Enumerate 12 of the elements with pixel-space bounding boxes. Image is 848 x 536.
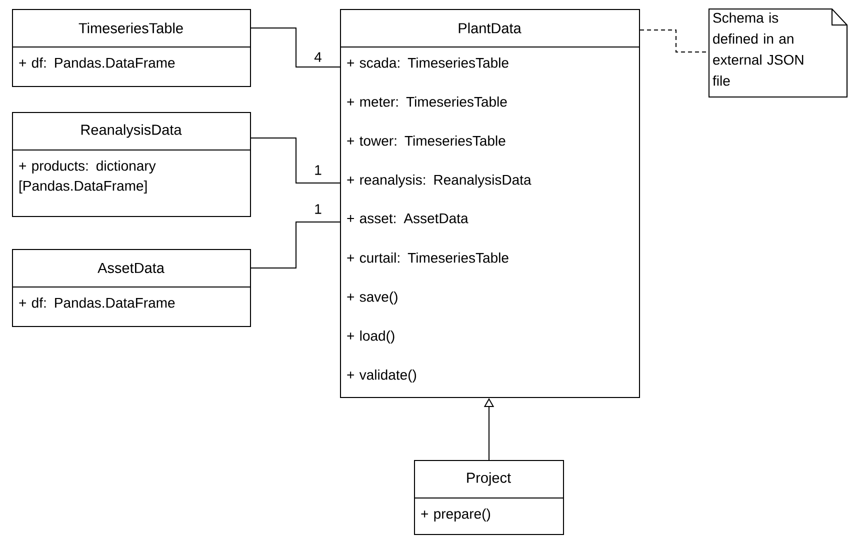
multiplicity-label: 4 <box>313 51 323 63</box>
multiplicity-label: 1 <box>313 203 323 215</box>
note-box: Schema is defined in an external JSON file <box>708 8 848 98</box>
association-line <box>250 138 340 184</box>
class-box: AssetData + df: Pandas.DataFrame <box>12 249 251 327</box>
association-line <box>250 222 340 268</box>
class-box: PlantData + scada: TimeseriesTable + meter: TimeseriesTable + tower: TimeseriesTable + reanalysis: ReanalysisData + asset: AssetData + curtail: TimeseriesTable + save() + load() + validate() <box>340 9 640 398</box>
class-box: ReanalysisData + products: dictionary [Pandas.DataFrame] <box>12 112 251 217</box>
class-box: TimeseriesTable + df: Pandas.DataFrame <box>12 9 251 87</box>
class-box: Project + prepare() <box>414 460 564 535</box>
multiplicity-label: 1 <box>313 164 323 176</box>
association-line <box>250 28 340 68</box>
